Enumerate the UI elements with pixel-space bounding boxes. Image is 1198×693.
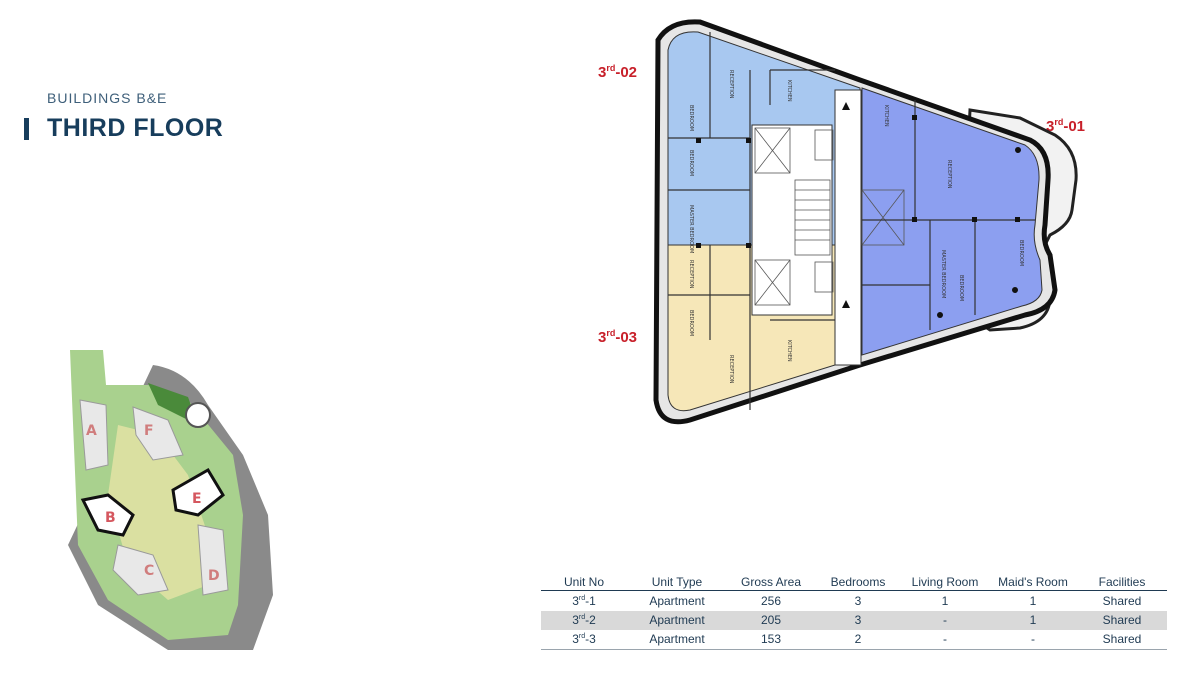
header-bedrooms: Bedrooms <box>830 575 886 589</box>
cell-unit-type: Apartment <box>649 632 705 647</box>
svg-text:MASTER BEDROOM: MASTER BEDROOM <box>688 205 694 253</box>
cell-gross-area: 256 <box>760 593 782 608</box>
svg-text:KITCHEN: KITCHEN <box>786 80 792 102</box>
cell-maids-room: 1 <box>1029 613 1037 628</box>
building-subtitle: BUILDINGS B&E <box>47 90 168 106</box>
cell-living-room: - <box>943 613 947 628</box>
cell-facilities: Shared <box>1102 632 1142 647</box>
structural-columns <box>696 115 1021 318</box>
svg-text:BEDROOM: BEDROOM <box>688 150 694 176</box>
svg-text:C: C <box>144 563 154 579</box>
svg-text:D: D <box>208 568 220 584</box>
table-header-row: Unit No Unit Type Gross Area Bedrooms Li… <box>541 574 1167 591</box>
cell-bedrooms: 3 <box>854 613 862 628</box>
svg-text:KITCHEN: KITCHEN <box>883 105 889 127</box>
svg-text:RECEPTION: RECEPTION <box>728 355 734 384</box>
entrance-markers <box>842 102 850 308</box>
svg-text:RECEPTION: RECEPTION <box>728 70 734 99</box>
svg-text:BEDROOM: BEDROOM <box>688 310 694 336</box>
building-f <box>132 406 184 461</box>
cell-maids-room: - <box>1031 632 1035 647</box>
cell-gross-area: 153 <box>760 632 782 647</box>
svg-text:E: E <box>192 491 202 507</box>
svg-text:KITCHEN: KITCHEN <box>786 340 792 362</box>
room-labels: RECEPTION KITCHEN BEDROOM MASTER BEDROOM… <box>688 70 1024 384</box>
cell-unit-type: Apartment <box>649 593 705 608</box>
table-row: 3rd-1 Apartment 256 3 1 1 Shared <box>541 591 1167 611</box>
header-gross-area: Gross Area <box>740 575 802 589</box>
page-title: THIRD FLOOR <box>47 114 224 142</box>
unit-label-01: 3rd-01 <box>1046 117 1086 136</box>
cell-facilities: Shared <box>1102 593 1142 608</box>
cell-living-room: 1 <box>941 593 949 608</box>
svg-text:B: B <box>105 510 116 526</box>
unit-label-02: 3rd-02 <box>598 63 638 82</box>
cell-unit-no: 3rd-2 <box>572 613 596 628</box>
unit-table: Unit No Unit Type Gross Area Bedrooms Li… <box>541 574 1167 650</box>
interior-walls <box>668 32 1035 410</box>
svg-text:BEDROOM: BEDROOM <box>1018 240 1024 266</box>
header-unit-no: Unit No <box>563 575 604 589</box>
building-e-highlight <box>171 467 225 517</box>
header-living-room: Living Room <box>911 575 979 589</box>
header-maids-room: Maid's Room <box>998 575 1068 589</box>
svg-text:BEDROOM: BEDROOM <box>958 275 964 301</box>
svg-text:RECEPTION: RECEPTION <box>946 160 952 189</box>
svg-text:RECEPTION: RECEPTION <box>688 260 694 289</box>
cell-facilities: Shared <box>1102 613 1142 628</box>
core-details <box>754 127 905 306</box>
unit-01-area <box>861 87 1043 356</box>
cell-unit-type: Apartment <box>649 613 705 628</box>
cell-bedrooms: 3 <box>854 593 862 608</box>
site-roundabout <box>185 402 211 428</box>
svg-text:A: A <box>86 423 97 439</box>
title-accent-bar <box>24 118 29 140</box>
cell-unit-no: 3rd-1 <box>572 593 596 608</box>
cell-living-room: - <box>943 632 947 647</box>
corridor <box>834 89 862 366</box>
cell-unit-no: 3rd-3 <box>572 632 596 647</box>
building-b-highlight <box>80 493 135 537</box>
floor-plan: RECEPTION KITCHEN BEDROOM MASTER BEDROOM… <box>653 19 1078 425</box>
svg-text:MASTER BEDROOM: MASTER BEDROOM <box>940 250 946 298</box>
svg-text:F: F <box>144 423 154 439</box>
cell-gross-area: 205 <box>760 613 782 628</box>
cell-maids-room: 1 <box>1029 593 1037 608</box>
table-row: 3rd-2 Apartment 205 3 - 1 Shared <box>541 610 1167 630</box>
header-unit-type: Unit Type <box>651 575 703 589</box>
table-row: 3rd-3 Apartment 153 2 - - Shared <box>541 630 1167 650</box>
building-c <box>112 544 169 596</box>
building-a <box>79 399 109 471</box>
svg-text:BEDROOM: BEDROOM <box>688 105 694 131</box>
header-facilities: Facilities <box>1098 575 1146 589</box>
site-map: A F B E C D <box>68 350 273 650</box>
building-d <box>197 524 229 596</box>
unit-label-03: 3rd-03 <box>598 328 638 347</box>
cell-bedrooms: 2 <box>854 632 862 647</box>
